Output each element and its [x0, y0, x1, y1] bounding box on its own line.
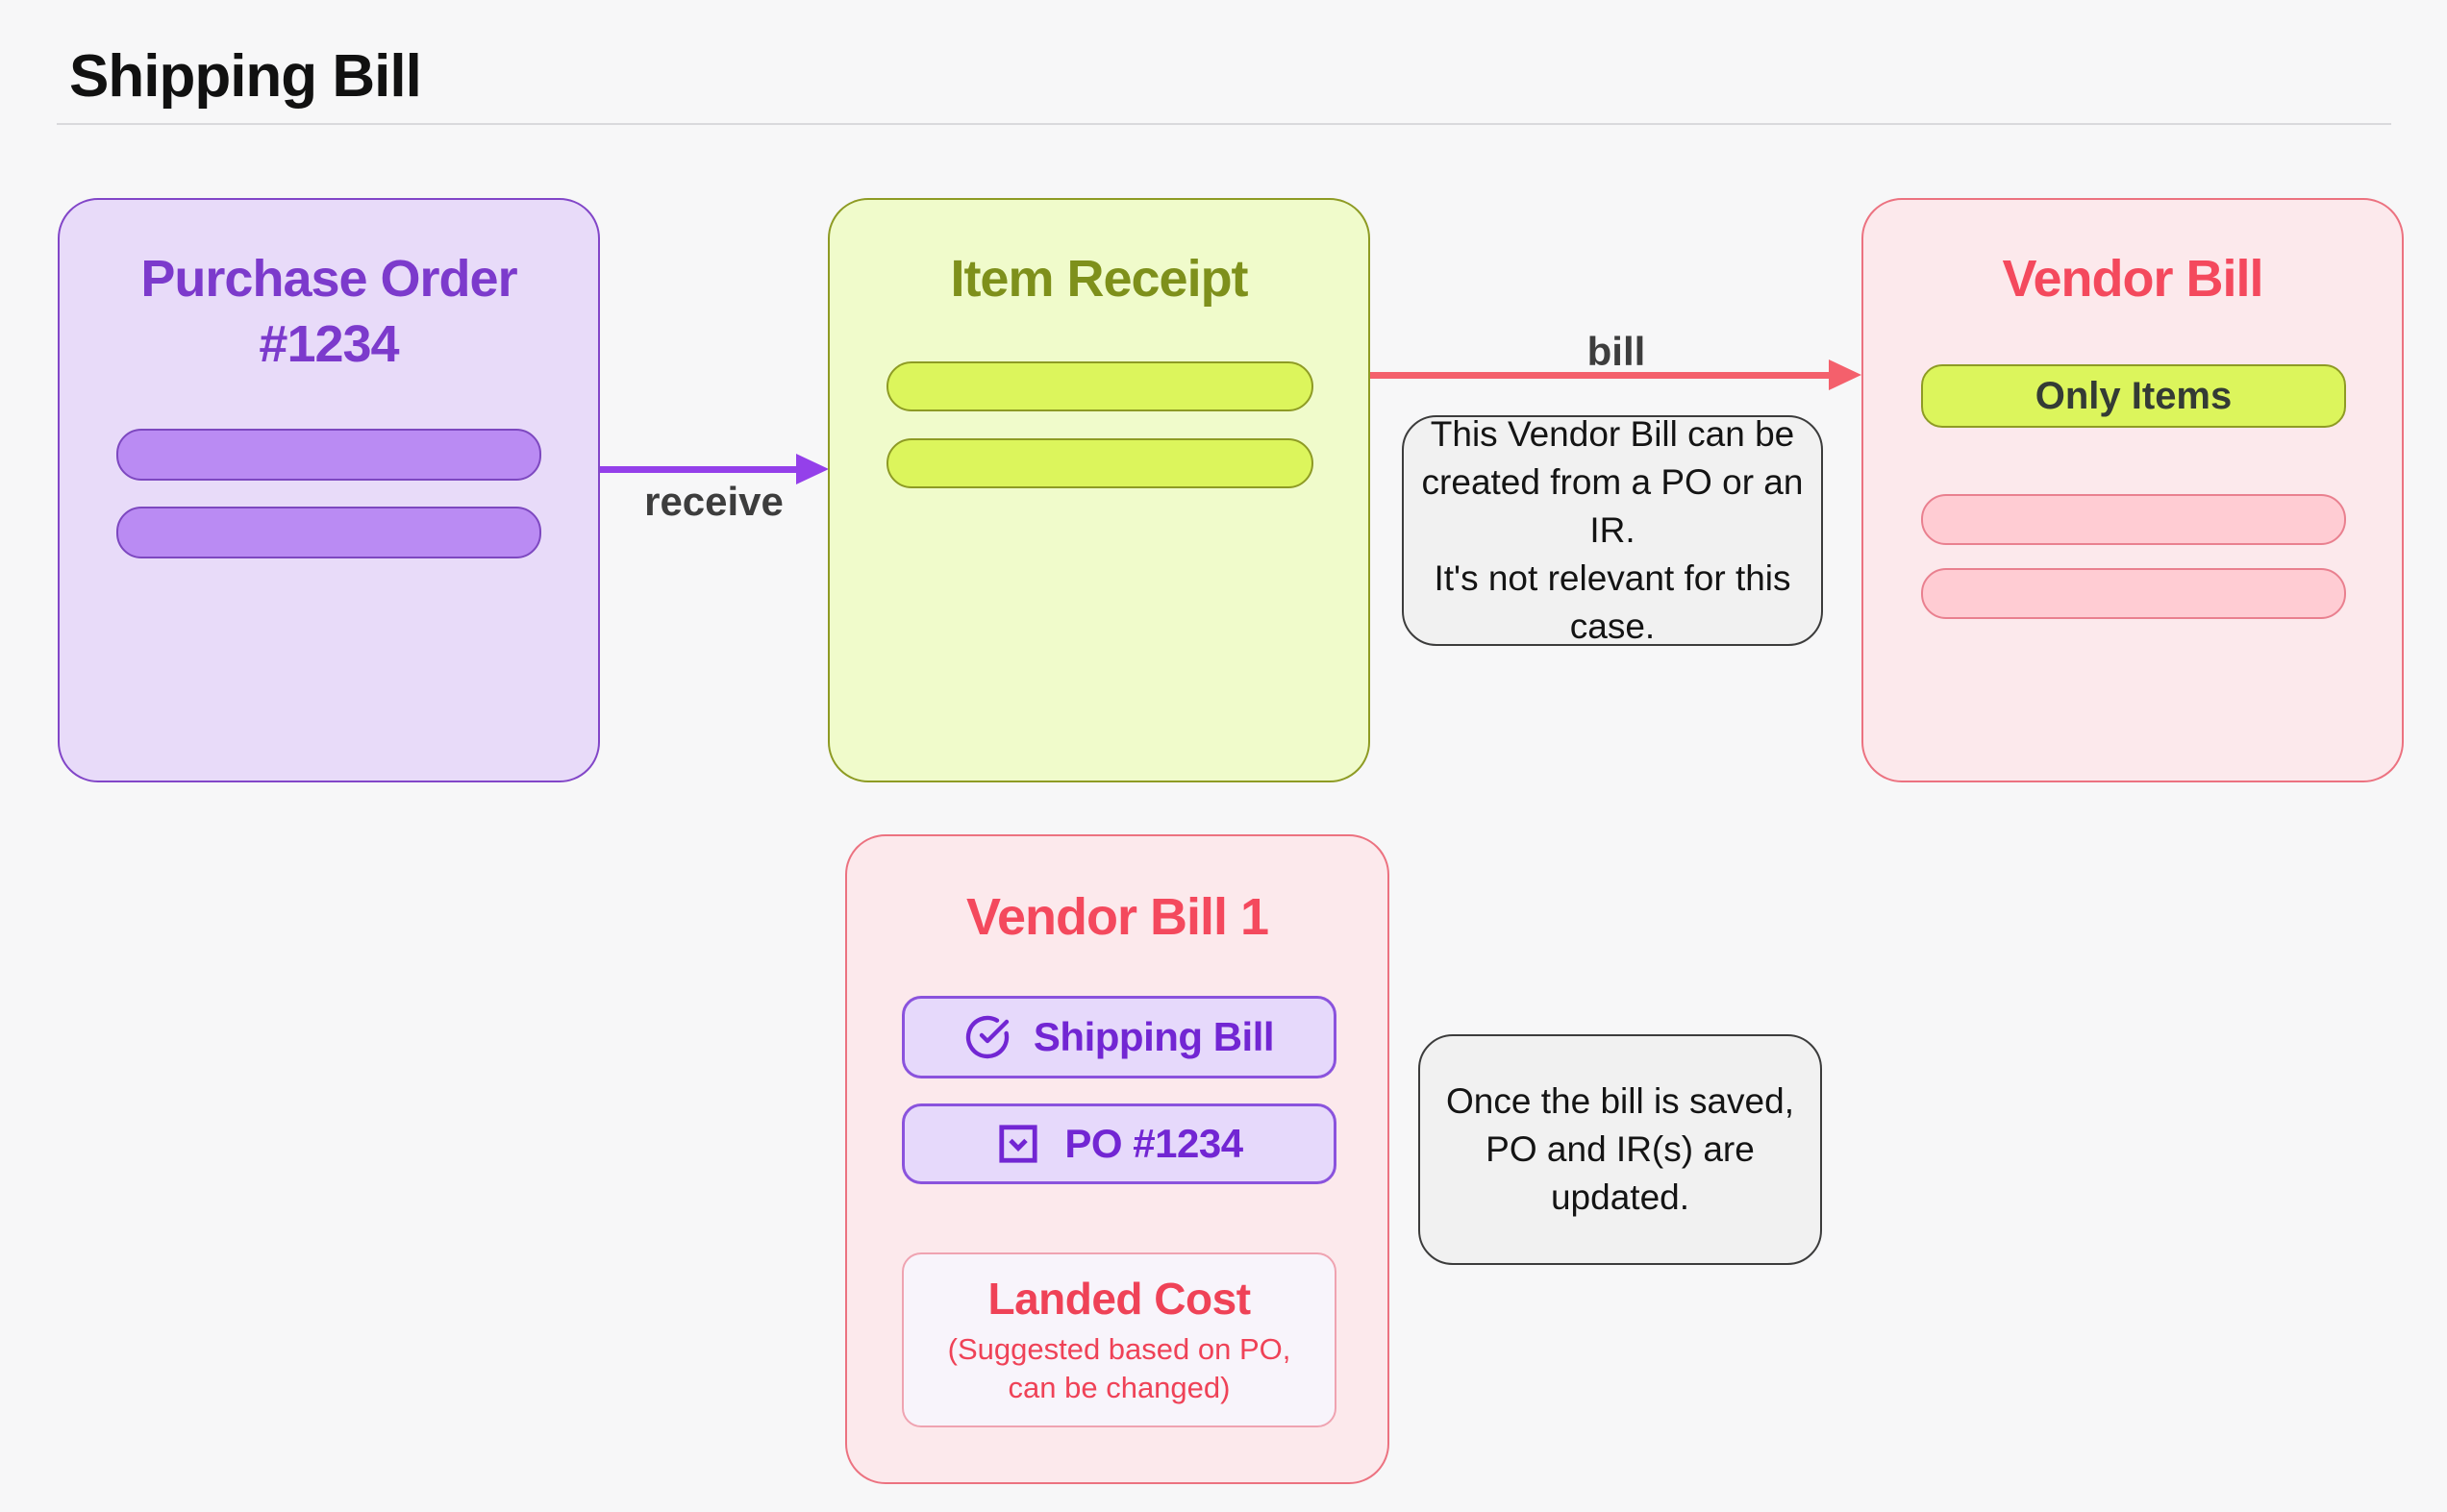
- vendor-bill-1-title: Vendor Bill 1: [965, 888, 1269, 946]
- vendor-bill-1-box: Vendor Bill 1 Shipping Bill PO #1234 Lan…: [845, 834, 1389, 1484]
- checkbox-chevron-icon: [995, 1121, 1041, 1167]
- page-title: Shipping Bill: [69, 43, 422, 110]
- item-receipt-box: Item Receipt: [828, 198, 1370, 782]
- receive-arrow-line: [600, 466, 798, 473]
- shipping-bill-item: Shipping Bill: [902, 996, 1336, 1078]
- purchase-order-line-placeholder: [116, 429, 541, 481]
- bill-saved-note: Once the bill is saved, PO and IR(s) are…: [1418, 1034, 1822, 1265]
- vendor-bill-note: This Vendor Bill can be created from a P…: [1402, 414, 1823, 646]
- item-receipt-line-placeholder: [886, 438, 1313, 488]
- po-1234-item-label: PO #1234: [1064, 1121, 1243, 1166]
- vendor-bill-title: Vendor Bill: [2002, 250, 2263, 308]
- vendor-bill-note-text: This Vendor Bill can be created from a P…: [1421, 414, 1804, 646]
- purchase-order-title: Purchase Order #1234: [140, 250, 517, 373]
- item-receipt-title: Item Receipt: [950, 250, 1248, 308]
- receive-arrow-label: receive: [644, 479, 784, 524]
- landed-cost-card: Landed Cost (Suggested based on PO, can …: [902, 1252, 1336, 1427]
- header-divider: [57, 123, 2391, 125]
- only-items-tag: Only Items: [1921, 364, 2346, 428]
- po-1234-item: PO #1234: [902, 1103, 1336, 1184]
- vendor-bill-line-placeholder: [1921, 568, 2346, 619]
- bill-arrow-head-icon: [1829, 359, 1861, 390]
- bill-saved-note-text: Once the bill is saved, PO and IR(s) are…: [1446, 1081, 1794, 1217]
- vendor-bill-box: Vendor Bill Only Items: [1861, 198, 2404, 782]
- landed-cost-title: Landed Cost: [987, 1274, 1251, 1324]
- bill-arrow-line: [1370, 372, 1830, 379]
- receive-arrow-head-icon: [796, 454, 829, 484]
- item-receipt-line-placeholder: [886, 361, 1313, 411]
- vendor-bill-line-placeholder: [1921, 494, 2346, 545]
- check-circle-icon: [964, 1014, 1011, 1060]
- purchase-order-box: Purchase Order #1234: [58, 198, 600, 782]
- only-items-label: Only Items: [2035, 374, 2233, 417]
- shipping-bill-item-label: Shipping Bill: [1033, 1014, 1275, 1059]
- purchase-order-line-placeholder: [116, 507, 541, 558]
- bill-arrow-label: bill: [1586, 329, 1646, 374]
- landed-cost-subtitle: (Suggested based on PO, can be changed): [947, 1332, 1291, 1404]
